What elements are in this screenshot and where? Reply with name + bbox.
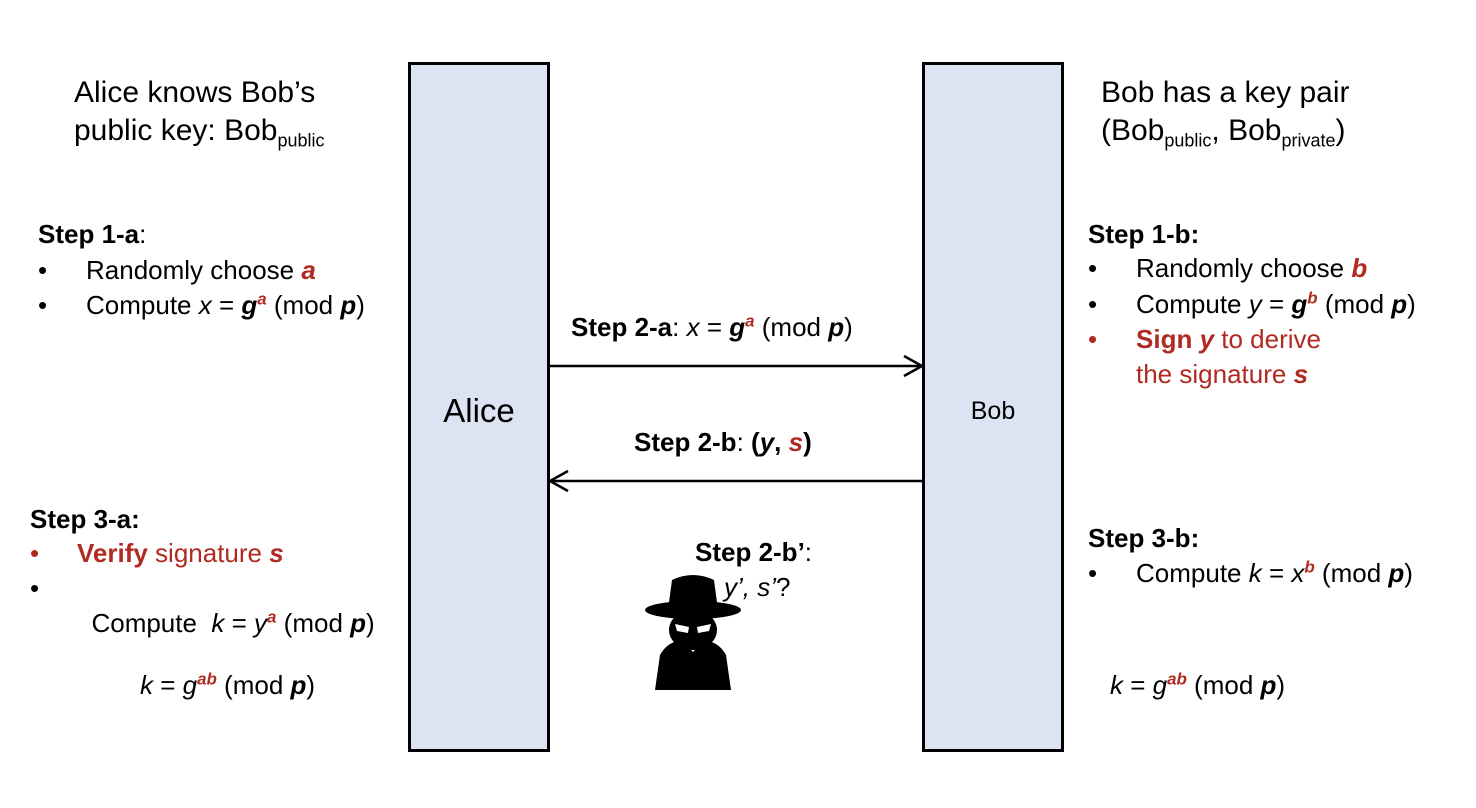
bob-step3-heading: Step 3-b: bbox=[1088, 523, 1200, 553]
bob-step1-item1: Randomly choose b bbox=[1136, 253, 1368, 283]
alice-step1-item1: Randomly choose a bbox=[86, 255, 316, 285]
bob-shared-key: k = gab (mod p) bbox=[1110, 669, 1286, 700]
bob-step1-bullet1: • bbox=[1088, 253, 1098, 283]
alice-step1-bullet1: • bbox=[38, 255, 48, 285]
alice-column: Alice bbox=[408, 62, 550, 752]
alice-step3-bullet1: • bbox=[30, 538, 40, 568]
bob-has-line1: Bob has a key pair bbox=[1101, 76, 1350, 109]
bob-column-label: Bob bbox=[970, 397, 1016, 425]
step2b-label: Step 2-b: (y, s) bbox=[634, 427, 812, 457]
step2a-label: Step 2-a: x = ga (mod p) bbox=[571, 311, 853, 342]
bob-step1-bullet3: • bbox=[1088, 324, 1098, 354]
step2b-attack-values: y’, s’? bbox=[724, 572, 791, 602]
alice-step1-bullet2: • bbox=[38, 290, 48, 320]
step2b-attack-heading: Step 2-b’: bbox=[695, 537, 813, 567]
bob-step1-item3-line2: the signature s bbox=[1136, 359, 1309, 389]
alice-knows-line2: public key: Bobpublic bbox=[74, 114, 325, 151]
alice-step3-item1: Verify signature s bbox=[77, 538, 284, 568]
bob-step1-item3: Sign y to derive bbox=[1136, 324, 1321, 354]
bob-has-line2: (Bobpublic, Bobprivate) bbox=[1101, 114, 1346, 151]
alice-step3-heading: Step 3-a: bbox=[30, 504, 140, 534]
arrow-head-right bbox=[903, 354, 925, 378]
bob-column: Bob bbox=[922, 62, 1064, 752]
bob-step1-heading: Step 1-b: bbox=[1088, 219, 1200, 249]
bob-step1-bullet2: • bbox=[1088, 289, 1098, 319]
alice-step3-bullet2: • bbox=[30, 573, 40, 603]
alice-column-label: Alice bbox=[443, 392, 515, 429]
bob-step3-item1: Compute k = xb (mod p) bbox=[1136, 557, 1413, 588]
alice-step3-item2: Compute k = ya (mod p) bbox=[91, 607, 375, 638]
alice-shared-key: k = gab (mod p) bbox=[140, 669, 316, 700]
alice-step1-item2: Compute x = ga (mod p) bbox=[86, 289, 365, 320]
alice-step1-heading: Step 1-a: bbox=[38, 219, 147, 249]
bob-step1-item2: Compute y = gb (mod p) bbox=[1136, 288, 1416, 319]
bob-step3-bullet1: • bbox=[1088, 558, 1098, 588]
alice-knows-line1: Alice knows Bob’s bbox=[74, 76, 316, 109]
arrow-head-left bbox=[547, 469, 569, 493]
